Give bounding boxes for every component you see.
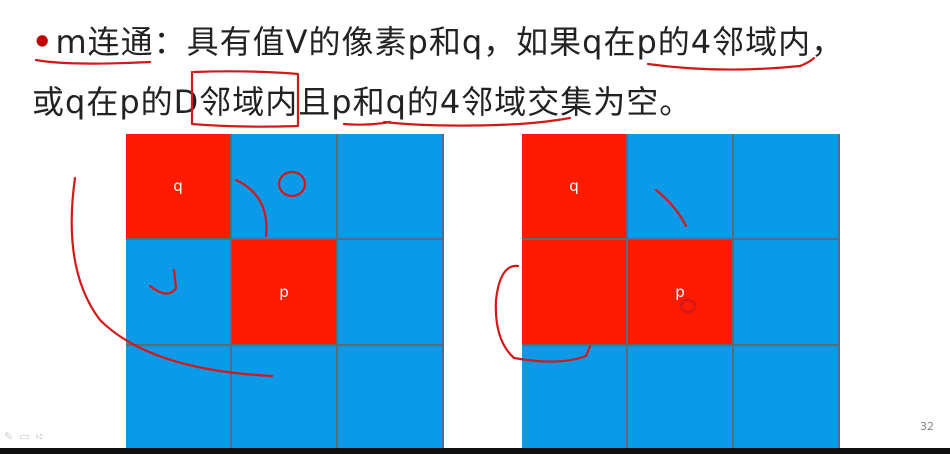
cell-label: p xyxy=(675,283,685,301)
grid-cell xyxy=(628,346,732,450)
pen-icon[interactable]: ✎ xyxy=(4,430,14,443)
grid-cell: p xyxy=(628,240,732,344)
cell-label: q xyxy=(173,177,183,195)
grid-cell xyxy=(734,134,838,238)
definition-line-2: 或q在p的D邻域内且p和q的4邻域交集为空。 xyxy=(32,82,692,122)
definition-text-2: 或q在p的D邻域内且p和q的4邻域交集为空。 xyxy=(32,83,693,121)
grid-cell xyxy=(232,346,336,450)
cell-label: q xyxy=(569,177,579,195)
grid-cell xyxy=(126,346,230,450)
grid-cell xyxy=(734,240,838,344)
grid-cell xyxy=(628,134,732,238)
left-pixel-grid: q p xyxy=(126,134,444,450)
definition-line-1: •m连通：具有值V的像素p和q，如果q在p的4邻域内， xyxy=(32,22,844,62)
grid-cell xyxy=(126,240,230,344)
grid-cell xyxy=(338,240,442,344)
page-number: 32 xyxy=(920,420,934,433)
right-pixel-grid: q p xyxy=(522,134,840,450)
bullet-icon: • xyxy=(32,23,54,61)
grid-cell xyxy=(522,240,626,344)
grid-cell: q xyxy=(522,134,626,238)
grid-cell xyxy=(338,346,442,450)
grid-cell: p xyxy=(232,240,336,344)
next-icon[interactable]: ➪ xyxy=(35,430,45,443)
slides-icon[interactable]: ▭ xyxy=(19,430,30,443)
grid-cell xyxy=(232,134,336,238)
grid-cell xyxy=(338,134,442,238)
slideshow-tools[interactable]: ✎ ▭ ➪ xyxy=(4,430,45,443)
definition-text-1: m连通：具有值V的像素p和q，如果q在p的4邻域内， xyxy=(55,23,845,61)
grid-cell xyxy=(522,346,626,450)
bottom-bar xyxy=(0,448,950,454)
grid-cell: q xyxy=(126,134,230,238)
underline-and xyxy=(342,120,392,126)
cell-label: p xyxy=(279,283,289,301)
grid-cell xyxy=(734,346,838,450)
